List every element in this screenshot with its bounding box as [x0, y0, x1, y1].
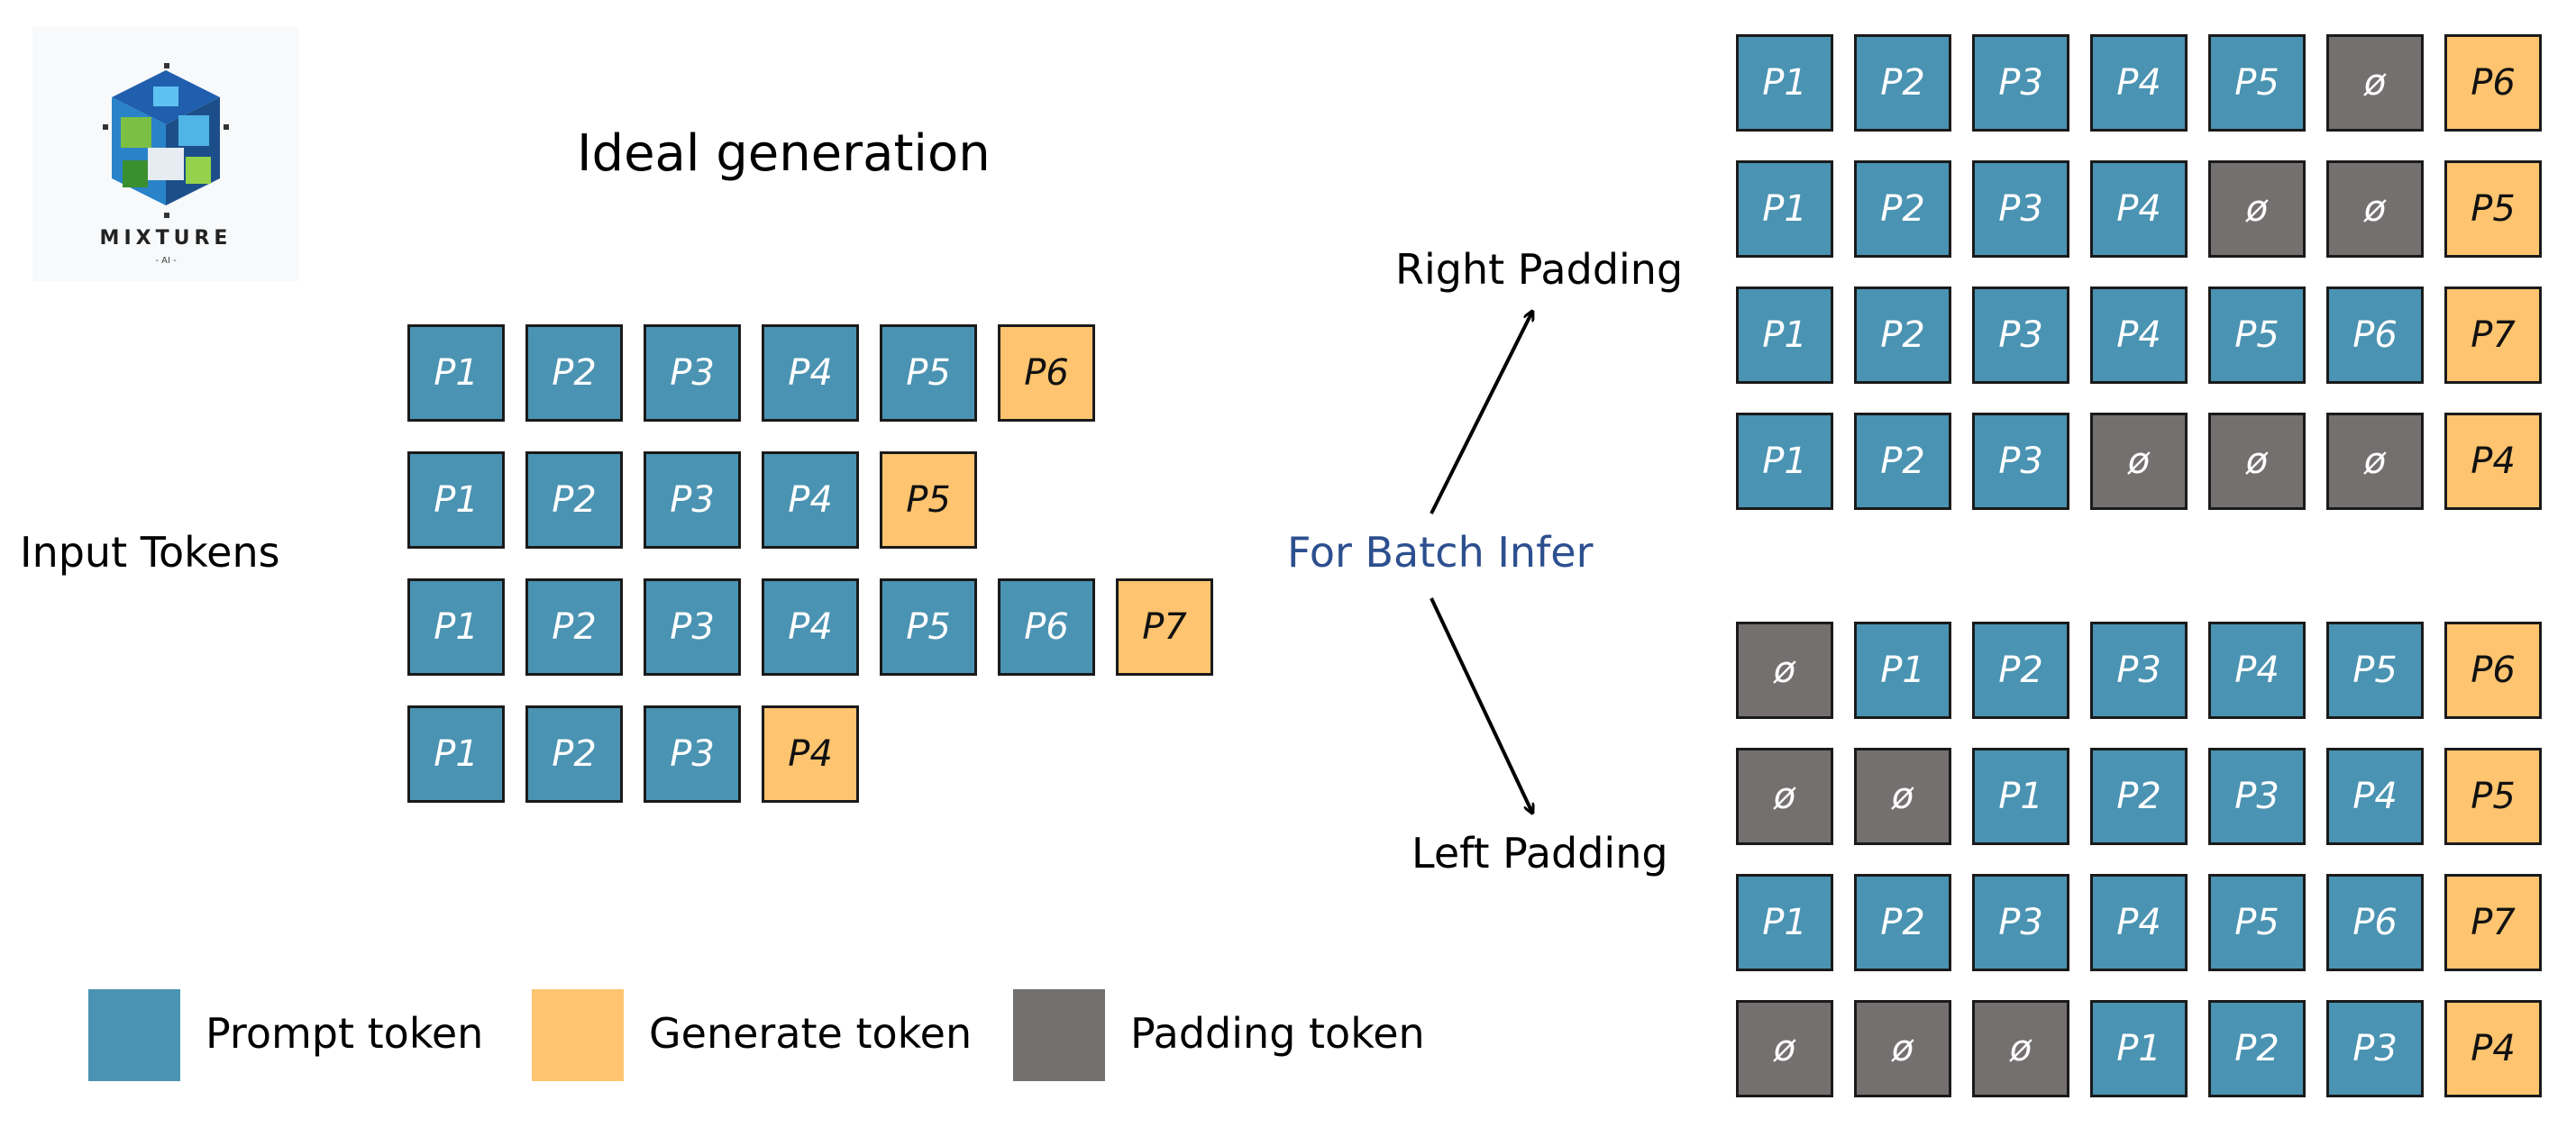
legend-swatch-padding: [1013, 989, 1105, 1081]
right-pad-token-r3-c3: P3: [1972, 287, 2069, 384]
left-pad-token-r1-c3: P2: [1972, 622, 2069, 719]
ideal-token-r3-c1: P1: [407, 578, 505, 676]
right-pad-token-r1-c1: P1: [1736, 34, 1833, 132]
right-pad-token-r1-c7: P6: [2444, 34, 2542, 132]
left-pad-token-r2-c2: ø: [1854, 748, 1951, 845]
right-pad-token-r2-c2: P2: [1854, 160, 1951, 258]
left-pad-token-r3-c6: P6: [2326, 874, 2424, 971]
right-pad-token-r2-c7: P5: [2444, 160, 2542, 258]
right-pad-token-r2-c3: P3: [1972, 160, 2069, 258]
right-pad-token-r1-c5: P5: [2208, 34, 2306, 132]
right-pad-token-r4-c1: P1: [1736, 413, 1833, 510]
left-pad-token-r2-c6: P4: [2326, 748, 2424, 845]
ideal-token-r1-c6: P6: [998, 324, 1095, 422]
ideal-token-r2-c1: P1: [407, 451, 505, 549]
left-pad-token-r2-c1: ø: [1736, 748, 1833, 845]
left-pad-token-r4-c6: P3: [2326, 1000, 2424, 1097]
ideal-token-r3-c2: P2: [525, 578, 623, 676]
logo-sub-text: - AI -: [155, 256, 177, 266]
left-pad-token-r3-c4: P4: [2090, 874, 2188, 971]
right-pad-token-r3-c6: P6: [2326, 287, 2424, 384]
ideal-token-r3-c7: P7: [1116, 578, 1213, 676]
right-pad-token-r1-c3: P3: [1972, 34, 2069, 132]
left-pad-token-r4-c1: ø: [1736, 1000, 1833, 1097]
right-pad-token-r3-c2: P2: [1854, 287, 1951, 384]
mixture-ai-logo: MIXTURE - AI -: [32, 27, 299, 281]
left-pad-token-r4-c5: P2: [2208, 1000, 2306, 1097]
ideal-token-r4-c1: P1: [407, 705, 505, 803]
ideal-token-r3-c5: P5: [880, 578, 977, 676]
right-pad-token-r2-c4: P4: [2090, 160, 2188, 258]
left-pad-token-r3-c1: P1: [1736, 874, 1833, 971]
right-pad-token-r3-c7: P7: [2444, 287, 2542, 384]
ideal-token-r1-c1: P1: [407, 324, 505, 422]
right-pad-token-r4-c3: P3: [1972, 413, 2069, 510]
left-pad-token-r1-c4: P3: [2090, 622, 2188, 719]
left-pad-token-r2-c3: P1: [1972, 748, 2069, 845]
left-pad-token-r4-c7: P4: [2444, 1000, 2542, 1097]
right-pad-token-r2-c6: ø: [2326, 160, 2424, 258]
arrow-to-right-padding: [1430, 312, 1532, 514]
left-pad-token-r1-c2: P1: [1854, 622, 1951, 719]
left-pad-token-r4-c2: ø: [1854, 1000, 1951, 1097]
right-pad-token-r3-c5: P5: [2208, 287, 2306, 384]
right-pad-token-r4-c7: P4: [2444, 413, 2542, 510]
input-tokens-label: Input Tokens: [20, 528, 280, 577]
left-padding-label: Left Padding: [1411, 829, 1668, 878]
right-pad-token-r2-c5: ø: [2208, 160, 2306, 258]
left-pad-token-r3-c7: P7: [2444, 874, 2542, 971]
left-pad-token-r1-c1: ø: [1736, 622, 1833, 719]
ideal-token-r3-c4: P4: [762, 578, 859, 676]
right-pad-token-r4-c4: ø: [2090, 413, 2188, 510]
batch-infer-label: For Batch Infer: [1287, 528, 1594, 577]
right-pad-token-r4-c5: ø: [2208, 413, 2306, 510]
right-pad-token-r3-c4: P4: [2090, 287, 2188, 384]
legend-label-padding: Padding token: [1130, 1009, 1425, 1058]
ideal-token-r1-c3: P3: [644, 324, 741, 422]
ideal-token-r2-c5: P5: [880, 451, 977, 549]
right-pad-token-r1-c6: ø: [2326, 34, 2424, 132]
legend-label-generate: Generate token: [649, 1009, 973, 1058]
ideal-token-r1-c5: P5: [880, 324, 977, 422]
right-pad-token-r1-c4: P4: [2090, 34, 2188, 132]
left-pad-token-r1-c6: P5: [2326, 622, 2424, 719]
ideal-token-r4-c3: P3: [644, 705, 741, 803]
left-pad-token-r2-c5: P3: [2208, 748, 2306, 845]
left-pad-token-r2-c4: P2: [2090, 748, 2188, 845]
ideal-token-r2-c2: P2: [525, 451, 623, 549]
arrow-to-left-padding: [1430, 597, 1532, 813]
right-pad-token-r4-c2: P2: [1854, 413, 1951, 510]
right-pad-token-r4-c6: ø: [2326, 413, 2424, 510]
left-pad-token-r3-c2: P2: [1854, 874, 1951, 971]
left-pad-token-r1-c5: P4: [2208, 622, 2306, 719]
ideal-token-r1-c2: P2: [525, 324, 623, 422]
ideal-token-r4-c2: P2: [525, 705, 623, 803]
left-pad-token-r2-c7: P5: [2444, 748, 2542, 845]
logo-brand-text: MIXTURE: [99, 227, 233, 250]
legend-swatch-generate: [532, 989, 624, 1081]
right-pad-token-r2-c1: P1: [1736, 160, 1833, 258]
left-pad-token-r4-c4: P1: [2090, 1000, 2188, 1097]
right-padding-label: Right Padding: [1395, 245, 1684, 294]
right-pad-token-r1-c2: P2: [1854, 34, 1951, 132]
legend-swatch-prompt: [88, 989, 180, 1081]
ideal-token-r3-c3: P3: [644, 578, 741, 676]
right-pad-token-r3-c1: P1: [1736, 287, 1833, 384]
cube-logo-icon: [103, 63, 229, 218]
legend-label-prompt: Prompt token: [206, 1009, 484, 1058]
ideal-token-r4-c4: P4: [762, 705, 859, 803]
ideal-token-r3-c6: P6: [998, 578, 1095, 676]
diagram-title: Ideal generation: [577, 124, 991, 183]
ideal-token-r1-c4: P4: [762, 324, 859, 422]
ideal-token-r2-c3: P3: [644, 451, 741, 549]
left-pad-token-r4-c3: ø: [1972, 1000, 2069, 1097]
ideal-token-r2-c4: P4: [762, 451, 859, 549]
left-pad-token-r3-c5: P5: [2208, 874, 2306, 971]
left-pad-token-r1-c7: P6: [2444, 622, 2542, 719]
left-pad-token-r3-c3: P3: [1972, 874, 2069, 971]
